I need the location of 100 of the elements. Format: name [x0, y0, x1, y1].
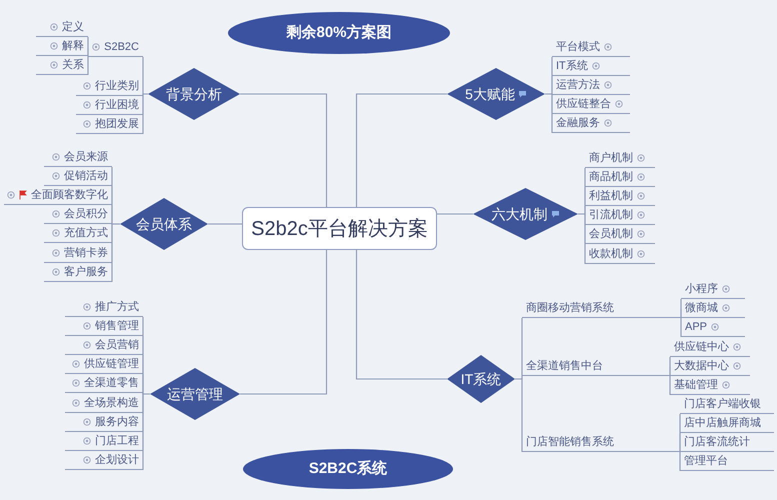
subtopic-text: 门店工程 [95, 434, 139, 449]
subtopic-text: 行业类别 [95, 78, 139, 94]
subtopic-item [65, 317, 143, 336]
subtopic-item [65, 374, 143, 393]
branch-line [142, 93, 148, 134]
subtopic-item [522, 357, 670, 376]
subtopic-item [65, 336, 143, 355]
subtopic-text: 服务内容 [95, 414, 139, 430]
branch-line [669, 357, 671, 368]
branch-line [679, 433, 681, 444]
subtopic-text: 商品机制 [589, 170, 633, 185]
subtopic-item [585, 149, 655, 168]
subtopic-item [680, 414, 774, 433]
subtopic-item [552, 95, 630, 114]
subtopic-item [585, 245, 655, 264]
subtopic-text: 门店客户端收银 [684, 396, 761, 412]
subtopic-text: 平台模式 [556, 40, 600, 55]
subtopic-item [36, 37, 88, 56]
subtopic-item [44, 167, 112, 186]
subtopic-text: 解释 [62, 38, 84, 54]
subtopic-item [76, 115, 143, 134]
subtopic-text: 会员机制 [589, 226, 633, 242]
topic-title: 运营管理 [167, 384, 223, 404]
subtopic-text: 推广方式 [95, 300, 139, 315]
subtopic-item [36, 56, 88, 75]
subtopic-text: 引流机制 [589, 208, 633, 223]
subtopic-item [680, 452, 774, 471]
subtopic-text: 收款机制 [589, 246, 633, 262]
subtopic-text: 全场景构造 [84, 396, 139, 411]
subtopic-item [680, 395, 774, 414]
topic-title: 会员体系 [136, 214, 192, 234]
subtopic-item [681, 280, 745, 299]
topic-title: 六大机制 [492, 204, 548, 224]
branch-line [356, 250, 447, 380]
subtopic-text: 供应链整合 [556, 96, 611, 112]
branch-line [437, 213, 473, 215]
subtopic-item [44, 205, 112, 224]
subtopic-text: 运营方法 [556, 78, 600, 93]
subtopic-text: 促销活动 [64, 168, 108, 184]
subtopic-item [76, 77, 143, 96]
central-topic-text: S2b2c平台解决方案 [251, 216, 428, 242]
subtopic-text: 店中店触屏商城 [684, 416, 761, 431]
subtopic-text: 全渠道销售中台 [526, 358, 603, 374]
subtopic-item [680, 433, 774, 452]
central-topic-box [242, 207, 437, 250]
subtopic-text: 小程序 [685, 282, 718, 297]
subtopic-item [44, 263, 112, 282]
subtopic-item [65, 432, 143, 451]
subtopic-text: 供应链中心 [674, 340, 729, 355]
subtopic-text: 企划设计 [95, 452, 139, 468]
subtopic-item [552, 57, 630, 76]
subtopic-item [44, 224, 112, 243]
banner-text: S2B2C系统 [308, 458, 388, 479]
subtopic-text: 商户机制 [589, 150, 633, 166]
topic-title: IT系统 [460, 370, 502, 388]
subtopic-item [552, 114, 630, 133]
subtopic-text: S2B2C [104, 40, 139, 55]
branch-line [208, 223, 242, 225]
subtopic-item [76, 96, 143, 115]
subtopic-item [4, 186, 112, 205]
subtopic-item [65, 413, 143, 432]
subtopic-item [65, 355, 143, 374]
branch-line [356, 93, 447, 207]
branch-line [679, 442, 681, 471]
subtopic-text: 全渠道零售 [84, 376, 139, 391]
subtopic-item [36, 18, 88, 37]
branch-line [87, 46, 89, 75]
subtopic-item [670, 357, 750, 376]
subtopic-text: 会员积分 [64, 206, 108, 222]
subtopic-item [585, 225, 655, 244]
subtopic-text: 定义 [62, 20, 84, 35]
subtopic-item [44, 148, 112, 167]
subtopic-item [552, 76, 630, 95]
branch-line [240, 93, 328, 207]
subtopic-item [681, 299, 745, 318]
branch-line [578, 213, 586, 264]
subtopic-item [670, 376, 750, 395]
branch-line [87, 37, 89, 48]
subtopic-text: 门店智能销售系统 [526, 434, 614, 450]
subtopic-text: 大数据中心 [674, 358, 729, 374]
subtopic-item [585, 168, 655, 187]
branch-line [669, 366, 671, 395]
subtopic-item [65, 298, 143, 317]
subtopic-text: 利益机制 [589, 188, 633, 204]
topic-title: 背景分析 [166, 84, 222, 104]
subtopic-item [522, 299, 681, 318]
subtopic-item [585, 206, 655, 225]
subtopic-text: 会员来源 [64, 150, 108, 165]
subtopic-item [670, 338, 750, 357]
branch-line [111, 223, 120, 282]
banner-text: 剩余80%方案图 [286, 22, 392, 43]
subtopic-item [65, 394, 143, 413]
subtopic-text: 微商城 [685, 300, 718, 316]
subtopic-item [552, 38, 630, 57]
subtopic-text: 全面顾客数字化 [31, 188, 108, 203]
subtopic-text: 供应链管理 [84, 356, 139, 372]
subtopic-text: IT系统 [556, 58, 588, 74]
subtopic-text: 金融服务 [556, 116, 600, 131]
subtopic-text: 关系 [62, 58, 84, 73]
subtopic-text: APP [685, 320, 708, 335]
